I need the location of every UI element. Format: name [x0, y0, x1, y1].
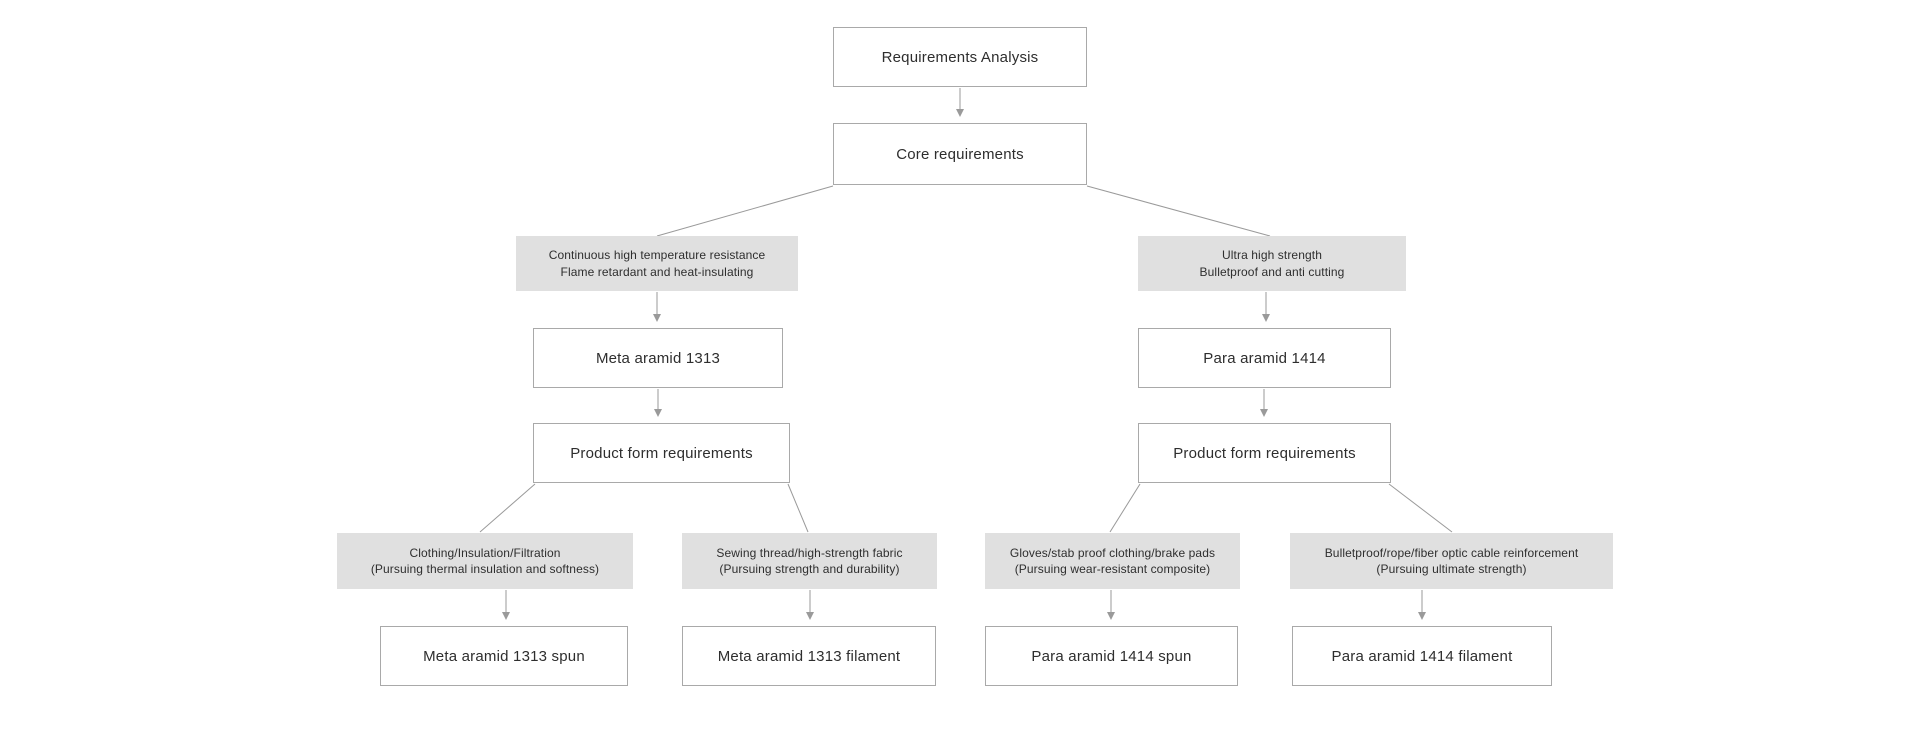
node-meta-1313-filament: Meta aramid 1313 filament [682, 626, 936, 686]
node-label: Product form requirements [570, 444, 753, 462]
node-strength-branch: Ultra high strength Bulletproof and anti… [1138, 236, 1406, 291]
edge-core-req-to-strength-branch [1086, 185, 1271, 237]
node-label-line2: (Pursuing wear-resistant composite) [1014, 562, 1211, 576]
node-use-gloves: Gloves/stab proof clothing/brake pads (P… [985, 533, 1240, 589]
node-label-line2: (Pursuing thermal insulation and softnes… [370, 562, 600, 576]
node-label: Para aramid 1414 spun [1031, 647, 1192, 665]
node-heat-branch: Continuous high temperature resistance F… [516, 236, 798, 291]
edge-core-req-to-heat-branch [656, 185, 834, 237]
node-label: Meta aramid 1313 spun [423, 647, 585, 665]
node-use-clothing: Clothing/Insulation/Filtration (Pursuing… [337, 533, 633, 589]
node-label: Requirements Analysis [881, 48, 1039, 66]
edge-product-form-left-to-use-sewing [787, 483, 809, 533]
edge-product-form-left-to-use-clothing [479, 483, 536, 533]
node-product-form-left: Product form requirements [533, 423, 790, 483]
node-label-line1: Bulletproof/rope/fiber optic cable reinf… [1324, 545, 1579, 560]
edge-product-form-right-to-use-gloves [1109, 483, 1141, 533]
node-label-line2: Bulletproof and anti cutting [1199, 264, 1345, 279]
node-meta-aramid-1313: Meta aramid 1313 [533, 328, 783, 388]
node-core-requirements: Core requirements [833, 123, 1087, 185]
node-para-aramid-1414: Para aramid 1414 [1138, 328, 1391, 388]
node-label-line2: Flame retardant and heat-insulating [560, 264, 754, 279]
node-label-line1: Clothing/Insulation/Filtration [409, 545, 561, 560]
node-use-bulletproof: Bulletproof/rope/fiber optic cable reinf… [1290, 533, 1613, 589]
node-para-1414-filament: Para aramid 1414 filament [1292, 626, 1552, 686]
node-label: Meta aramid 1313 [595, 349, 721, 367]
node-label-line1: Gloves/stab proof clothing/brake pads [1009, 545, 1216, 560]
node-label: Para aramid 1414 filament [1331, 647, 1513, 665]
node-label-line1: Sewing thread/high-strength fabric [716, 545, 903, 560]
node-product-form-right: Product form requirements [1138, 423, 1391, 483]
node-label: Meta aramid 1313 filament [717, 647, 901, 665]
node-meta-1313-spun: Meta aramid 1313 spun [380, 626, 628, 686]
node-label-line2: (Pursuing ultimate strength) [1376, 562, 1527, 576]
node-label: Core requirements [896, 145, 1024, 163]
node-label-line2: (Pursuing strength and durability) [719, 562, 900, 576]
node-requirements-analysis: Requirements Analysis [833, 27, 1087, 87]
node-label-line1: Ultra high strength [1222, 248, 1322, 262]
node-use-sewing: Sewing thread/high-strength fabric (Purs… [682, 533, 937, 589]
edge-product-form-right-to-use-bulletproof [1388, 483, 1453, 533]
node-label: Product form requirements [1173, 444, 1356, 462]
node-label: Para aramid 1414 [1203, 349, 1326, 367]
node-label-line1: Continuous high temperature resistance [548, 248, 766, 262]
node-para-1414-spun: Para aramid 1414 spun [985, 626, 1238, 686]
